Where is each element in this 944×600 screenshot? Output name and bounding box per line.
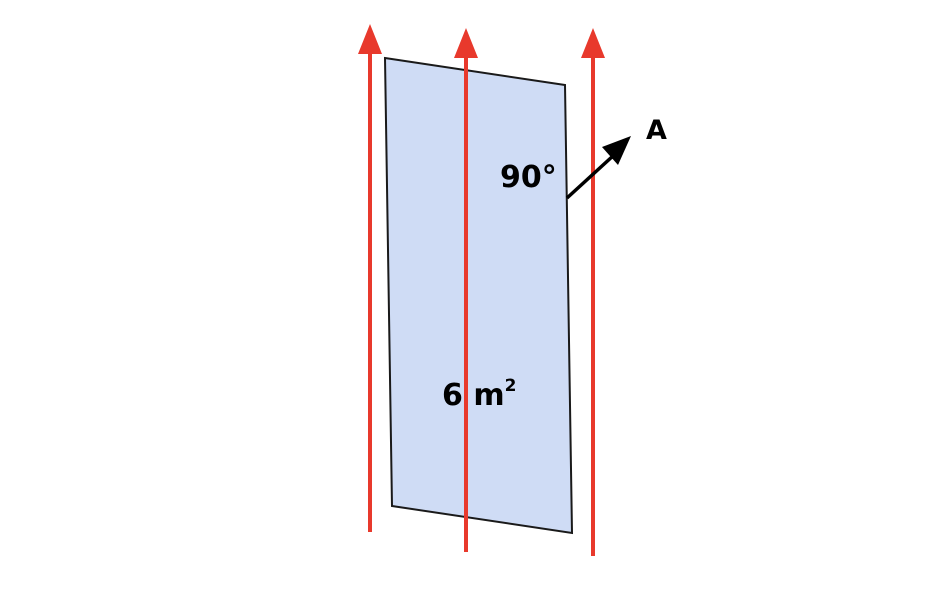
upward-arrow-icon bbox=[454, 28, 478, 58]
area-value: 6 m bbox=[442, 378, 505, 413]
field-line-right bbox=[581, 28, 605, 556]
upward-arrow-icon bbox=[581, 28, 605, 58]
diagonal-arrow-icon bbox=[602, 136, 631, 165]
area-label: 6 m2 bbox=[442, 376, 516, 413]
vector-label: A bbox=[646, 115, 667, 146]
surface-sheet bbox=[383, 56, 574, 535]
field-line-left bbox=[358, 24, 382, 532]
area-vector bbox=[565, 136, 631, 200]
area-exponent: 2 bbox=[505, 376, 517, 396]
field-line-middle bbox=[454, 28, 478, 552]
upward-arrow-icon bbox=[358, 24, 382, 54]
angle-label: 90° bbox=[500, 160, 557, 195]
